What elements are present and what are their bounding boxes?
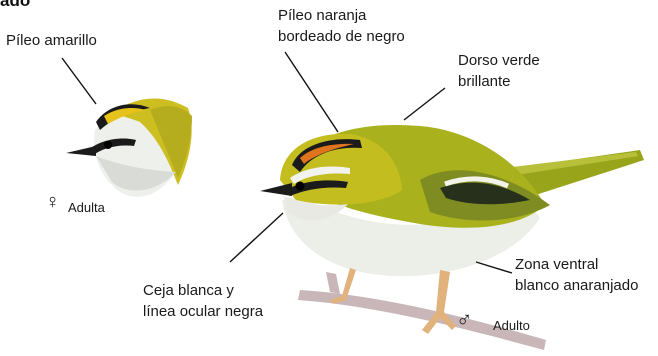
male-symbol: ♂ <box>456 310 473 330</box>
label-brow-line2: línea ocular negra <box>143 302 263 322</box>
leader-brow <box>230 213 283 262</box>
female-head-illustration <box>66 98 192 196</box>
label-belly-line2: blanco anaranjado <box>515 276 638 296</box>
leader-crown-yellow <box>62 58 96 104</box>
female-symbol: ♀ <box>45 192 60 212</box>
label-crown-yellow: Píleo amarillo <box>6 31 97 51</box>
label-belly-line1: Zona ventral <box>515 255 598 275</box>
label-crown-orange-line1: Píleo naranja <box>278 6 366 26</box>
male-bird-illustration <box>260 125 644 350</box>
leader-crown-orange <box>285 52 338 132</box>
male-label: Adulto <box>493 316 530 336</box>
leader-belly <box>476 262 512 273</box>
label-brow-line1: Ceja blanca y <box>143 281 234 301</box>
label-crown-orange-line2: bordeado de negro <box>278 27 405 47</box>
female-label: Adulta <box>68 198 105 218</box>
label-back-line2: brillante <box>458 72 511 92</box>
leader-back <box>404 88 445 120</box>
label-back-line1: Dorso verde <box>458 51 540 71</box>
